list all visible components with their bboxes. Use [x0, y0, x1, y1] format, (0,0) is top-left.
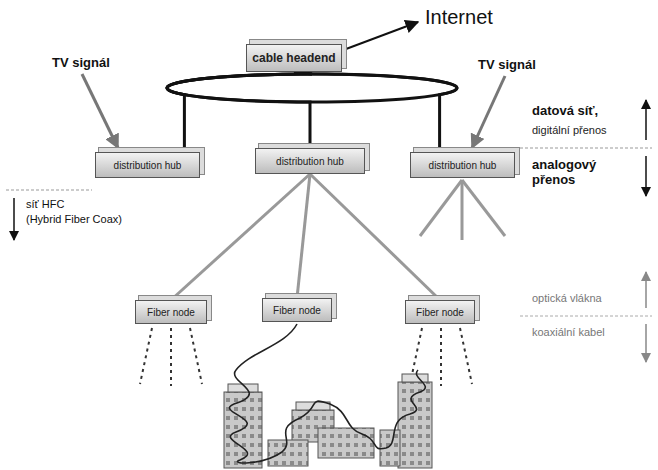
connector	[167, 72, 312, 152]
section-label: analogový přenos	[532, 158, 622, 188]
node-text: cable headend	[252, 51, 335, 65]
fiber-node-box: Fiber node	[135, 300, 207, 324]
connector	[297, 174, 310, 298]
hub-box: distribution hub	[95, 152, 200, 178]
separator	[520, 316, 652, 317]
coax-cable	[230, 324, 426, 463]
node-text: distribution hub	[114, 160, 182, 171]
section-label: digitální přenos	[532, 124, 607, 137]
tv-arrow	[472, 76, 505, 148]
network-label: síť HFC	[26, 198, 64, 211]
separator	[505, 148, 652, 149]
connector	[294, 72, 457, 152]
connector	[171, 174, 310, 300]
tv-arrow	[82, 74, 118, 148]
node-text: Fiber node	[416, 307, 464, 318]
medium-label: optická vlákna	[532, 292, 602, 305]
node-text: distribution hub	[276, 156, 344, 167]
up-arrow	[645, 272, 647, 308]
fiber-node-box: Fiber node	[405, 300, 475, 324]
signal-label: TV signál	[52, 56, 110, 71]
down-arrow	[645, 156, 647, 196]
section-label: datová síť,	[532, 104, 598, 119]
coax-lines	[140, 328, 472, 386]
hub-box: distribution hub	[255, 148, 365, 174]
fan-lines	[420, 180, 505, 240]
signal-label: TV signál	[478, 58, 536, 73]
hub-box: distribution hub	[410, 152, 515, 178]
medium-label: koaxiální kabel	[532, 326, 605, 339]
fiber-node-box: Fiber node	[262, 298, 332, 322]
network-label: (Hybrid Fiber Coax)	[26, 213, 122, 226]
internet-arrow	[338, 22, 418, 52]
node-text: Fiber node	[147, 307, 195, 318]
buildings	[224, 374, 432, 468]
down-arrow	[13, 198, 15, 240]
separator	[6, 190, 92, 191]
node-text: distribution hub	[429, 160, 497, 171]
internet-label: Internet	[425, 6, 493, 29]
headend-box: cable headend	[246, 44, 342, 72]
up-arrow	[645, 100, 647, 140]
down-arrow	[645, 324, 647, 362]
node-text: Fiber node	[273, 305, 321, 316]
connector	[167, 72, 312, 148]
connector	[310, 174, 440, 300]
